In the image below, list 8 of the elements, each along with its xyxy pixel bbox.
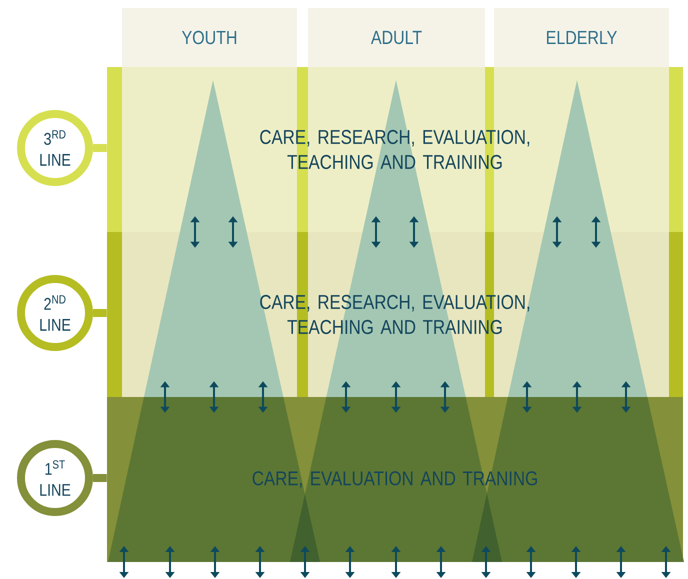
connector-line xyxy=(93,309,107,317)
column-header: ADULT xyxy=(308,8,485,67)
connector-line xyxy=(93,144,107,152)
column-header: YOUTH xyxy=(122,8,297,67)
column-header: ELDERLY xyxy=(494,8,669,67)
band: CARE, RESEARCH, EVALUATION, TEACHING AND TRAINING xyxy=(107,67,683,232)
connector-line xyxy=(93,474,107,482)
band: CARE, EVALUATION AND TRANING xyxy=(107,397,684,562)
